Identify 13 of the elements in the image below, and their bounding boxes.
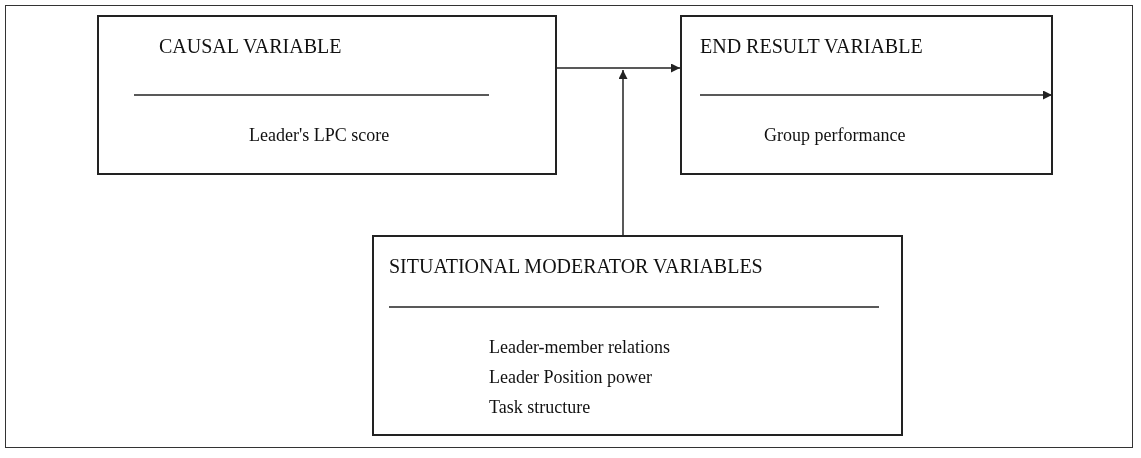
variable-text: Group performance [764,125,906,146]
variable-box [680,15,1053,175]
variable-box [97,15,557,175]
box-heading: END RESULT VARIABLE [700,35,923,58]
box-heading: SITUATIONAL MODERATOR VARIABLES [389,255,763,278]
variable-text: Leader's LPC score [249,125,390,146]
variable-text: Task structure [489,397,591,418]
arrow [556,63,681,73]
arrow [618,69,628,236]
box-heading: CAUSAL VARIABLE [159,35,342,58]
variable-text: Leader-member relations [489,337,671,358]
variable-text: Leader Position power [489,367,652,388]
variable-box [372,235,903,436]
